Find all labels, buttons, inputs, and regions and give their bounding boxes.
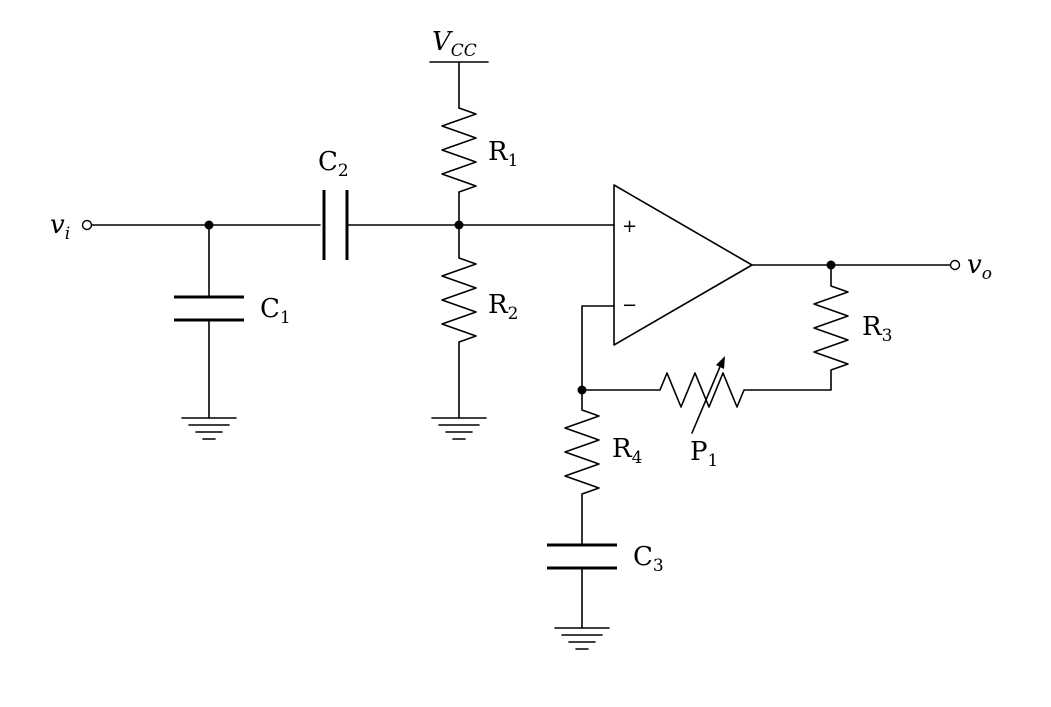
capacitor-c1: C1	[174, 224, 291, 419]
output-terminal	[949, 259, 961, 271]
arrowhead-icon	[716, 356, 725, 369]
resistor-r2: R2	[441, 224, 518, 419]
r1-label: R1	[488, 137, 518, 171]
opamp: + −	[613, 184, 753, 346]
r3-label: R3	[862, 312, 892, 346]
c1-label: C1	[260, 294, 291, 328]
resistor-r3: R3	[751, 264, 892, 391]
ground-symbol-c1	[181, 417, 237, 440]
ground-symbol-c3	[554, 627, 610, 650]
p1-label: P1	[690, 437, 718, 471]
potentiometer-p1: P1	[581, 356, 753, 471]
opamp-body	[613, 184, 753, 346]
vcc-supply: VCC	[429, 27, 489, 109]
capacitor-c2: C2	[318, 147, 459, 260]
capacitor-c3: C3	[547, 542, 664, 629]
r2-label: R2	[488, 290, 518, 324]
opamp-minus-sign: −	[622, 295, 637, 316]
input-terminal	[81, 219, 93, 231]
input-node: vi	[50, 210, 321, 244]
c2-label: C2	[318, 147, 349, 181]
opamp-plus-sign: +	[622, 216, 637, 237]
vcc-label: VCC	[432, 27, 477, 61]
potentiometer-arrow	[691, 361, 723, 434]
c3-label: C3	[633, 542, 664, 576]
resistor-r4: R4	[564, 389, 642, 546]
output-node: vo	[751, 250, 992, 284]
resistor-r1: R1	[441, 107, 518, 226]
input-label: vi	[50, 210, 70, 244]
inverting-input-wire	[581, 305, 615, 391]
output-label: vo	[967, 250, 992, 284]
r4-label: R4	[612, 434, 642, 468]
ground-symbol-r2	[431, 417, 487, 440]
